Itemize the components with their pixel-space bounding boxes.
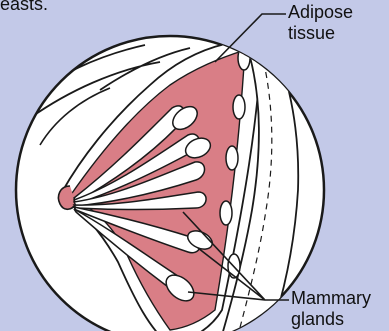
adipose-label-line2: tissue bbox=[288, 23, 353, 44]
glands-label-line2: glands bbox=[291, 309, 371, 330]
caption-fragment-text: easts. bbox=[0, 0, 48, 15]
adipose-tissue-label: Adipose tissue bbox=[288, 2, 353, 44]
mammary-glands-label: Mammary glands bbox=[291, 288, 371, 330]
glands-label-line1: Mammary bbox=[291, 288, 371, 308]
adipose-label-line1: Adipose bbox=[288, 2, 353, 22]
